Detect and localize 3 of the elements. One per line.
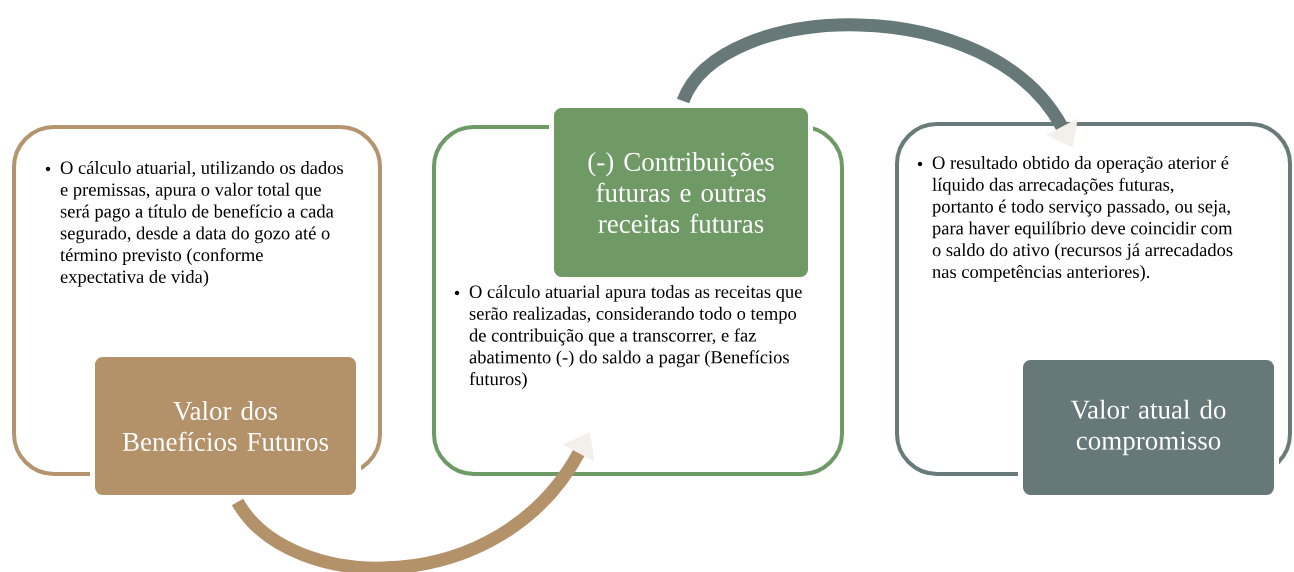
title-box: Valor atual do compromisso: [1018, 355, 1279, 500]
title-box: (-) Contribuições futuras e outras receitas futuras: [549, 103, 813, 282]
title-box: Valor dos Benefícios Futuros: [90, 352, 361, 500]
